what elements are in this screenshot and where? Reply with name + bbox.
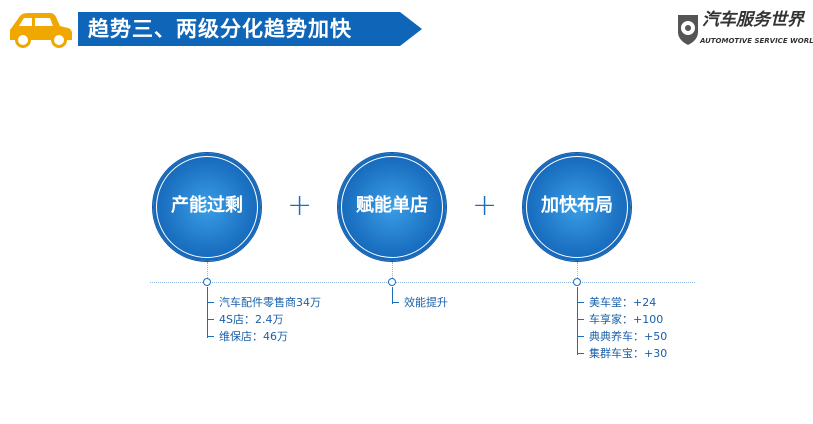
list-item: 汽车配件零售商34万 [207,294,321,311]
timeline-line [150,282,695,283]
list-stem [392,287,393,304]
list-item: 效能提升 [392,294,448,311]
circle-label: 产能过剩 [171,195,243,216]
connector [577,262,578,280]
logo-text-en: AUTOMOTIVE SERVICE WORLD [700,37,813,45]
connector [207,262,208,280]
list-empower: 效能提升 [392,294,448,311]
timeline-node [388,278,396,286]
connector [392,262,393,280]
list-item: 车享家：+100 [577,311,667,328]
list-item: 美车堂：+24 [577,294,667,311]
list-expand: 美车堂：+24 车享家：+100 典典养车：+50 集群车宝：+30 [577,294,667,362]
list-capacity: 汽车配件零售商34万 4S店：2.4万 维保店：46万 [207,294,321,345]
list-stem [577,287,578,355]
logo: 汽车服务世界 AUTOMOTIVE SERVICE WORLD [676,10,813,52]
plus-sign-2: + [472,188,498,223]
plus-sign-1: + [287,188,313,223]
circle-capacity: 产能过剩 [153,153,261,261]
circle-expand: 加快布局 [523,153,631,261]
circle-label: 加快布局 [541,195,613,216]
page-title: 趋势三、两级分化趋势加快 [88,17,352,41]
shield-wheel-icon [678,15,698,45]
circle-label: 赋能单店 [356,195,428,216]
logo-text-cn: 汽车服务世界 [702,10,804,30]
list-item: 维保店：46万 [207,328,321,345]
list-stem [207,287,208,338]
list-item: 集群车宝：+30 [577,345,667,362]
title-banner: 趋势三、两级分化趋势加快 [78,12,422,46]
car-icon [6,10,74,52]
list-item: 典典养车：+50 [577,328,667,345]
timeline-node [573,278,581,286]
circle-empower: 赋能单店 [338,153,446,261]
list-item: 4S店：2.4万 [207,311,321,328]
timeline-node [203,278,211,286]
